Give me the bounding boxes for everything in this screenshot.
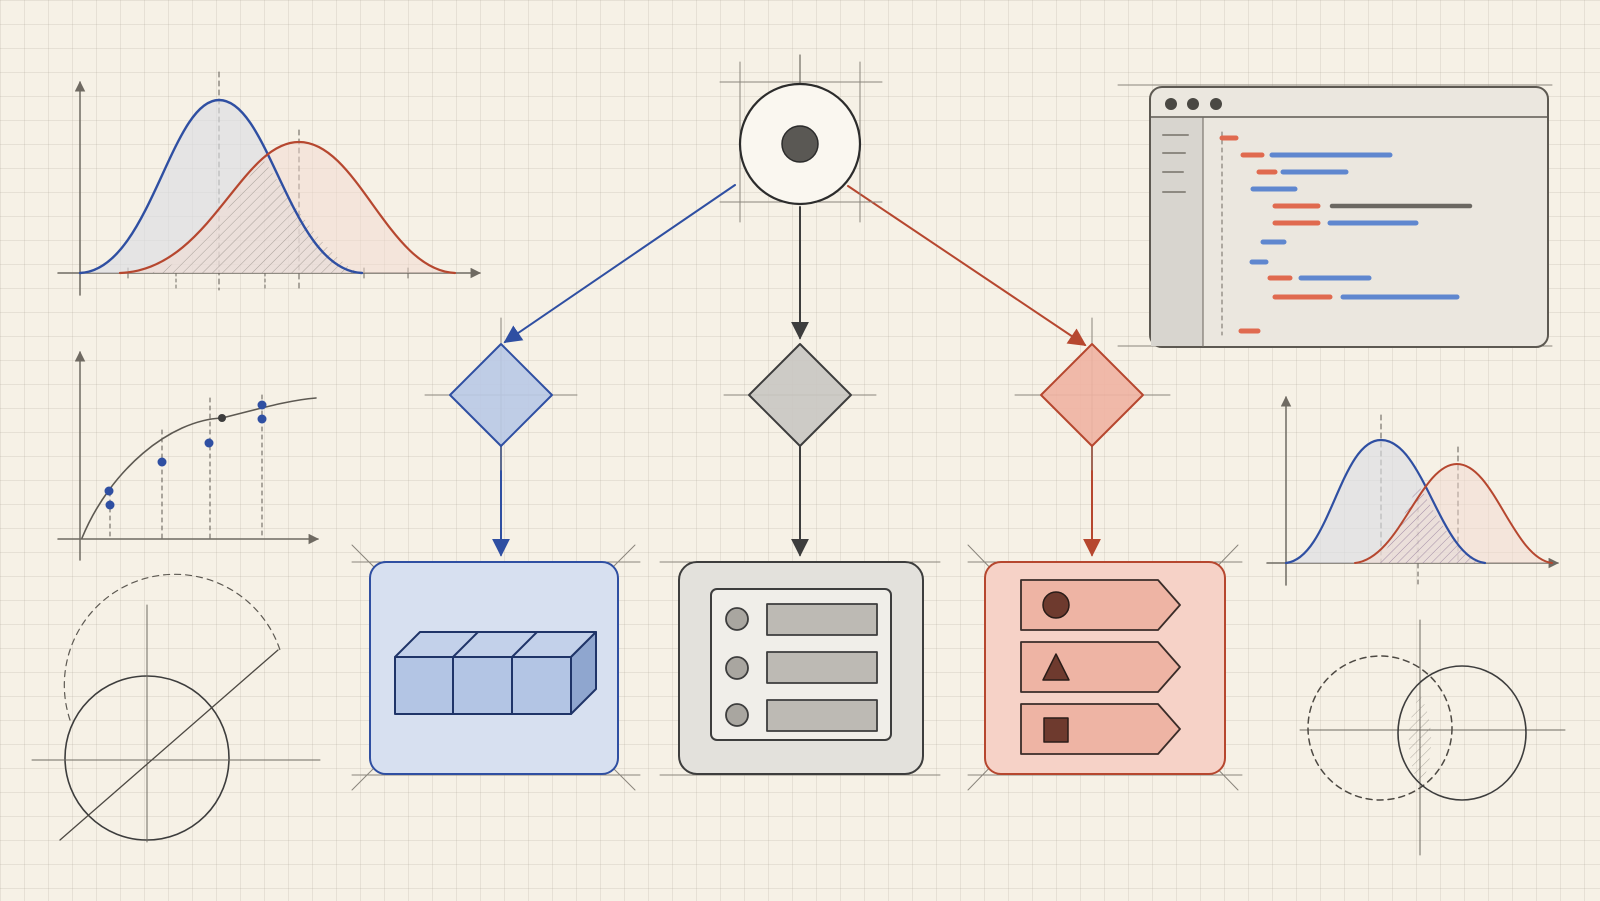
tag-shapes-icon [1020,579,1181,755]
start-node-core [781,125,819,163]
small-distributions-icon [1266,395,1560,586]
result-box-blue [351,544,641,791]
decision-red [1014,317,1171,471]
overlapping-distributions-icon [57,71,482,296]
decision-diamond-blue [449,343,553,447]
result-box-red [967,544,1243,791]
scatter-curve-icon [57,350,320,561]
code-window-icon [1117,84,1553,348]
venn-diagram-icon [1299,619,1566,856]
circle-construction-icon [31,573,321,843]
cube-blocks-icon [394,631,597,715]
arrow-to-blue-decision [503,184,736,344]
arrow-to-red-decision [847,185,1087,347]
decision-diamond-red [1040,343,1144,447]
decision-gray [723,343,877,447]
result-box-gray [659,561,941,776]
list-rows-icon [710,588,892,741]
decision-diamond-gray [748,343,852,447]
start-node [719,54,883,223]
decision-blue [424,317,578,471]
